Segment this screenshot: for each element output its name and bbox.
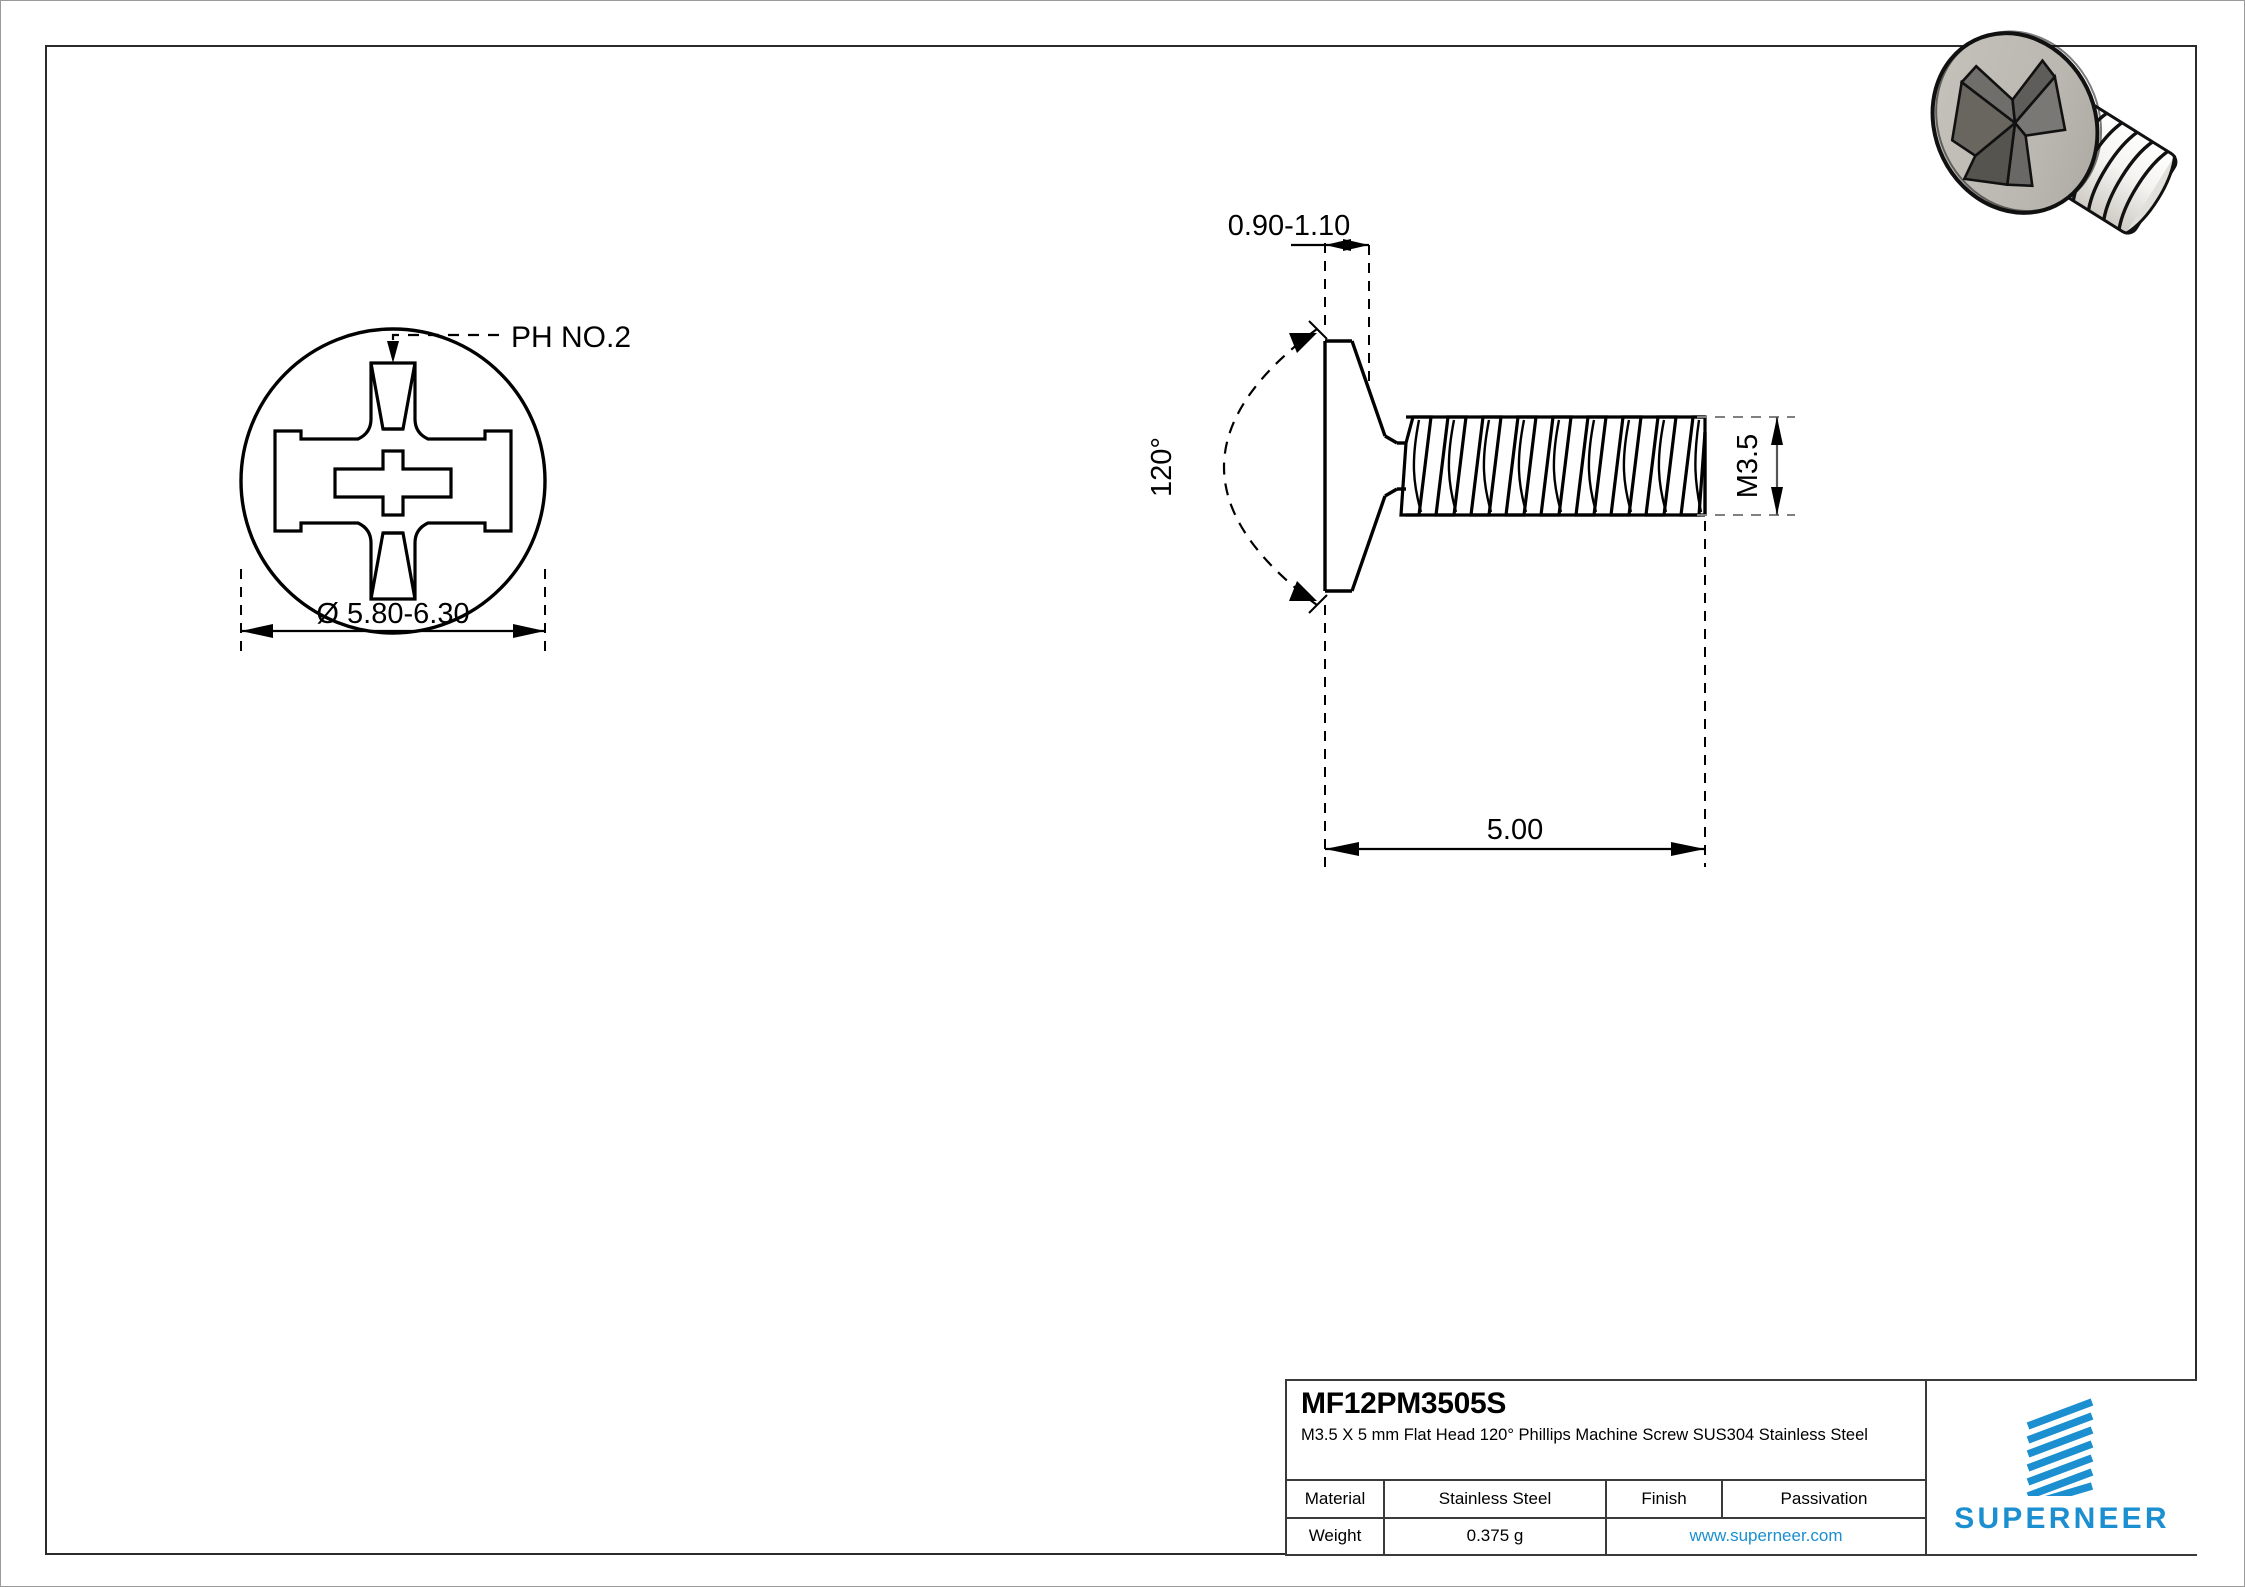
length-arrow-right [1671, 842, 1705, 856]
material-label: Material [1287, 1481, 1385, 1517]
title-block: MF12PM3505S M3.5 X 5 mm Flat Head 120° P… [1285, 1379, 2197, 1556]
screw-head-profile [1325, 341, 1369, 591]
shank-root-lower [1384, 487, 1398, 498]
head-taper-lower [1350, 495, 1387, 592]
height-arrow-right [1343, 239, 1369, 251]
weight-row: Weight 0.375 g www.superneer.com [1287, 1518, 1925, 1554]
phillips-recess-inner [333, 449, 453, 517]
finish-label: Finish [1607, 1481, 1723, 1517]
m35-arrow-bottom [1771, 487, 1783, 515]
finish-value: Passivation [1780, 1488, 1868, 1508]
render-phillips-recess [1950, 58, 2067, 188]
weight-value: 0.375 g [1385, 1518, 1607, 1554]
brand-logo: SUPERNEER [1927, 1381, 2197, 1554]
thread-profile [1399, 415, 1707, 517]
head-angle-dimension-label: 120° [1146, 437, 1178, 497]
drawing-frame [45, 45, 2197, 1555]
shank-root-upper [1384, 434, 1398, 445]
material-value: Stainless Steel [1385, 1481, 1607, 1517]
part-description: M3.5 X 5 mm Flat Head 120° Phillips Mach… [1301, 1426, 1868, 1445]
part-info: MF12PM3505S M3.5 X 5 mm Flat Head 120° P… [1287, 1381, 1925, 1481]
thread-back-lines [1412, 419, 1703, 513]
brand-name: SUPERNEER [1954, 1501, 2170, 1535]
angle-arc [1223, 328, 1318, 606]
side-view: 0.90-1.10 120° M3.5 5.00 [1146, 210, 1795, 867]
diameter-dimension-label: Ø 5.80-6.30 [316, 598, 469, 630]
length-dimension-label: 5.00 [1487, 814, 1543, 846]
head-taper-upper [1350, 340, 1387, 437]
thread-size-dimension-label: M3.5 [1732, 434, 1764, 498]
angle-tick-bottom [1308, 594, 1328, 614]
title-block-left: MF12PM3505S M3.5 X 5 mm Flat Head 120° P… [1287, 1381, 1927, 1554]
angle-arrow-top [1289, 333, 1317, 353]
front-view: PH NO.2 Ø 5.80-6.30 [239, 321, 631, 651]
dia-arrow-left [241, 624, 273, 638]
ph-leader-arrowhead [387, 341, 399, 363]
website-link[interactable]: www.superneer.com [1689, 1526, 1843, 1546]
angle-arrow-bottom [1289, 581, 1317, 601]
weight-label: Weight [1287, 1518, 1385, 1554]
length-arrow-left [1325, 842, 1359, 856]
dia-arrow-right [513, 624, 545, 638]
part-number: MF12PM3505S [1301, 1387, 1507, 1420]
head-height-dimension-label: 0.90-1.10 [1228, 210, 1351, 242]
ph-leader-label: PH NO.2 [511, 321, 631, 354]
angle-tick-top [1308, 320, 1328, 340]
m35-arrow-top [1771, 417, 1783, 445]
material-row: Material Stainless Steel Finish Passivat… [1287, 1481, 1925, 1519]
superneer-logo-icon [2026, 1397, 2094, 1496]
screw-3d-render [1930, 30, 2178, 235]
